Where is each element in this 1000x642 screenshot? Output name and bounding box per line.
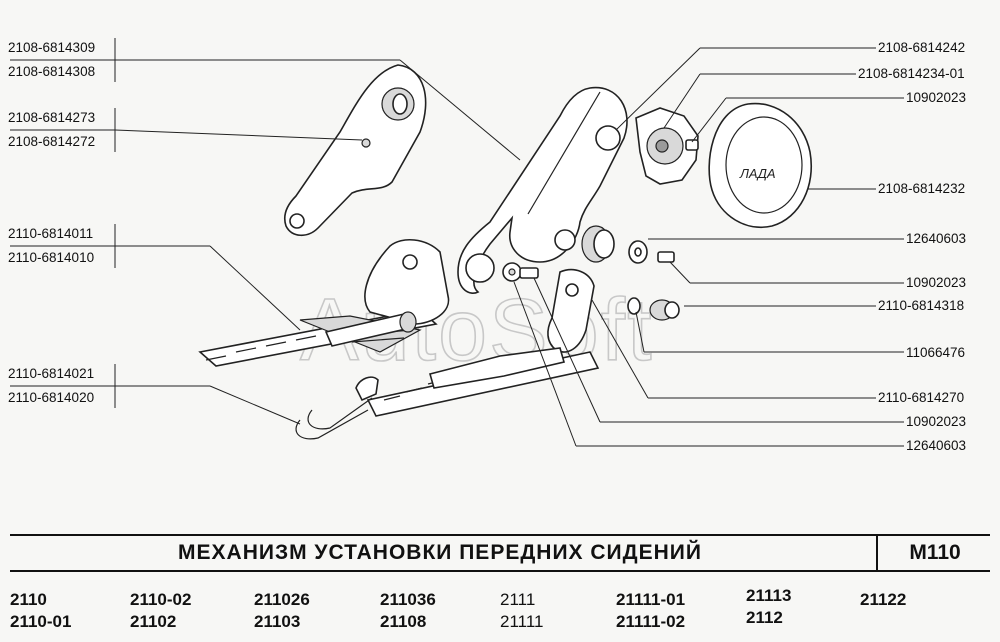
label-11066476: 11066476 bbox=[906, 345, 965, 360]
label-2108-6814273: 2108-6814273 bbox=[8, 110, 95, 125]
model-code: 21111 bbox=[500, 612, 544, 631]
label-2110-6814010: 2110-6814010 bbox=[8, 250, 94, 265]
page-title: МЕХАНИЗМ УСТАНОВКИ ПЕРЕДНИХ СИДЕНИЙ bbox=[178, 541, 702, 564]
label-2110-6814021: 2110-6814021 bbox=[8, 366, 94, 381]
label-2108-6814234-01: 2108-6814234-01 bbox=[858, 66, 965, 81]
label-10902023-b: 10902023 bbox=[906, 275, 966, 290]
label-2110-6814318: 2110-6814318 bbox=[878, 298, 964, 313]
label-10902023-a: 10902023 bbox=[906, 90, 966, 105]
model-code: 2111 bbox=[500, 590, 536, 609]
washer-part bbox=[628, 240, 648, 264]
model-code: 21111-02 bbox=[616, 612, 686, 631]
lada-logo-text: ЛАДА bbox=[739, 166, 776, 181]
screw-part-a bbox=[657, 251, 675, 263]
title-band: МЕХАНИЗМ УСТАНОВКИ ПЕРЕДНИХ СИДЕНИЙ M110 bbox=[10, 534, 990, 572]
left-label-brackets bbox=[10, 38, 116, 408]
washer-part-b bbox=[502, 262, 522, 282]
label-2108-6814309: 2108-6814309 bbox=[8, 40, 95, 55]
model-code: 2110-02 bbox=[130, 590, 192, 609]
spring-clip-part bbox=[627, 297, 641, 315]
model-list: 2110 2110-01 2110-02 21102 211026 21103 … bbox=[0, 584, 1000, 642]
label-10902023-c: 10902023 bbox=[906, 414, 966, 429]
label-2108-6814308: 2108-6814308 bbox=[8, 64, 95, 79]
label-2110-6814011: 2110-6814011 bbox=[8, 226, 93, 241]
leader-lines bbox=[114, 47, 904, 447]
screw-part-b bbox=[519, 267, 539, 279]
model-code: 2112 bbox=[746, 608, 783, 627]
model-code: 2110 bbox=[10, 590, 47, 609]
model-code: 21102 bbox=[130, 612, 177, 631]
label-2110-6814020: 2110-6814020 bbox=[8, 390, 94, 405]
label-12640603-a: 12640603 bbox=[906, 231, 966, 246]
model-code: 21103 bbox=[254, 612, 301, 631]
gear-disk-part bbox=[635, 107, 699, 185]
model-code: 21113 bbox=[746, 586, 792, 605]
recliner-lever-part bbox=[457, 86, 628, 294]
lower-seat-rail-part bbox=[295, 347, 600, 440]
label-12640603-b: 12640603 bbox=[906, 438, 966, 453]
bushing-part bbox=[581, 225, 615, 263]
model-code: 211036 bbox=[380, 590, 436, 609]
label-2108-6814232: 2108-6814232 bbox=[878, 181, 965, 196]
model-code: 21122 bbox=[860, 590, 907, 609]
label-2108-6814242: 2108-6814242 bbox=[878, 40, 965, 55]
section-code: M110 bbox=[909, 541, 961, 564]
latch-rod-part bbox=[324, 311, 417, 347]
title-divider bbox=[876, 536, 878, 570]
model-code: 21111-01 bbox=[616, 590, 686, 609]
exploded-view-diagram: AutoSoft 2108-6814309 2108-6814308 2108-… bbox=[8, 38, 966, 453]
label-2110-6814270: 2110-6814270 bbox=[878, 390, 964, 405]
model-code: 21108 bbox=[380, 612, 427, 631]
handle-cap-part: ЛАДА bbox=[708, 102, 812, 228]
cover-plate-part bbox=[283, 64, 427, 237]
model-code: 2110-01 bbox=[10, 612, 72, 631]
link-plate-part bbox=[547, 268, 595, 353]
pivot-pin-part bbox=[649, 299, 680, 321]
model-code: 211026 bbox=[254, 590, 310, 609]
label-2108-6814272: 2108-6814272 bbox=[8, 134, 95, 149]
